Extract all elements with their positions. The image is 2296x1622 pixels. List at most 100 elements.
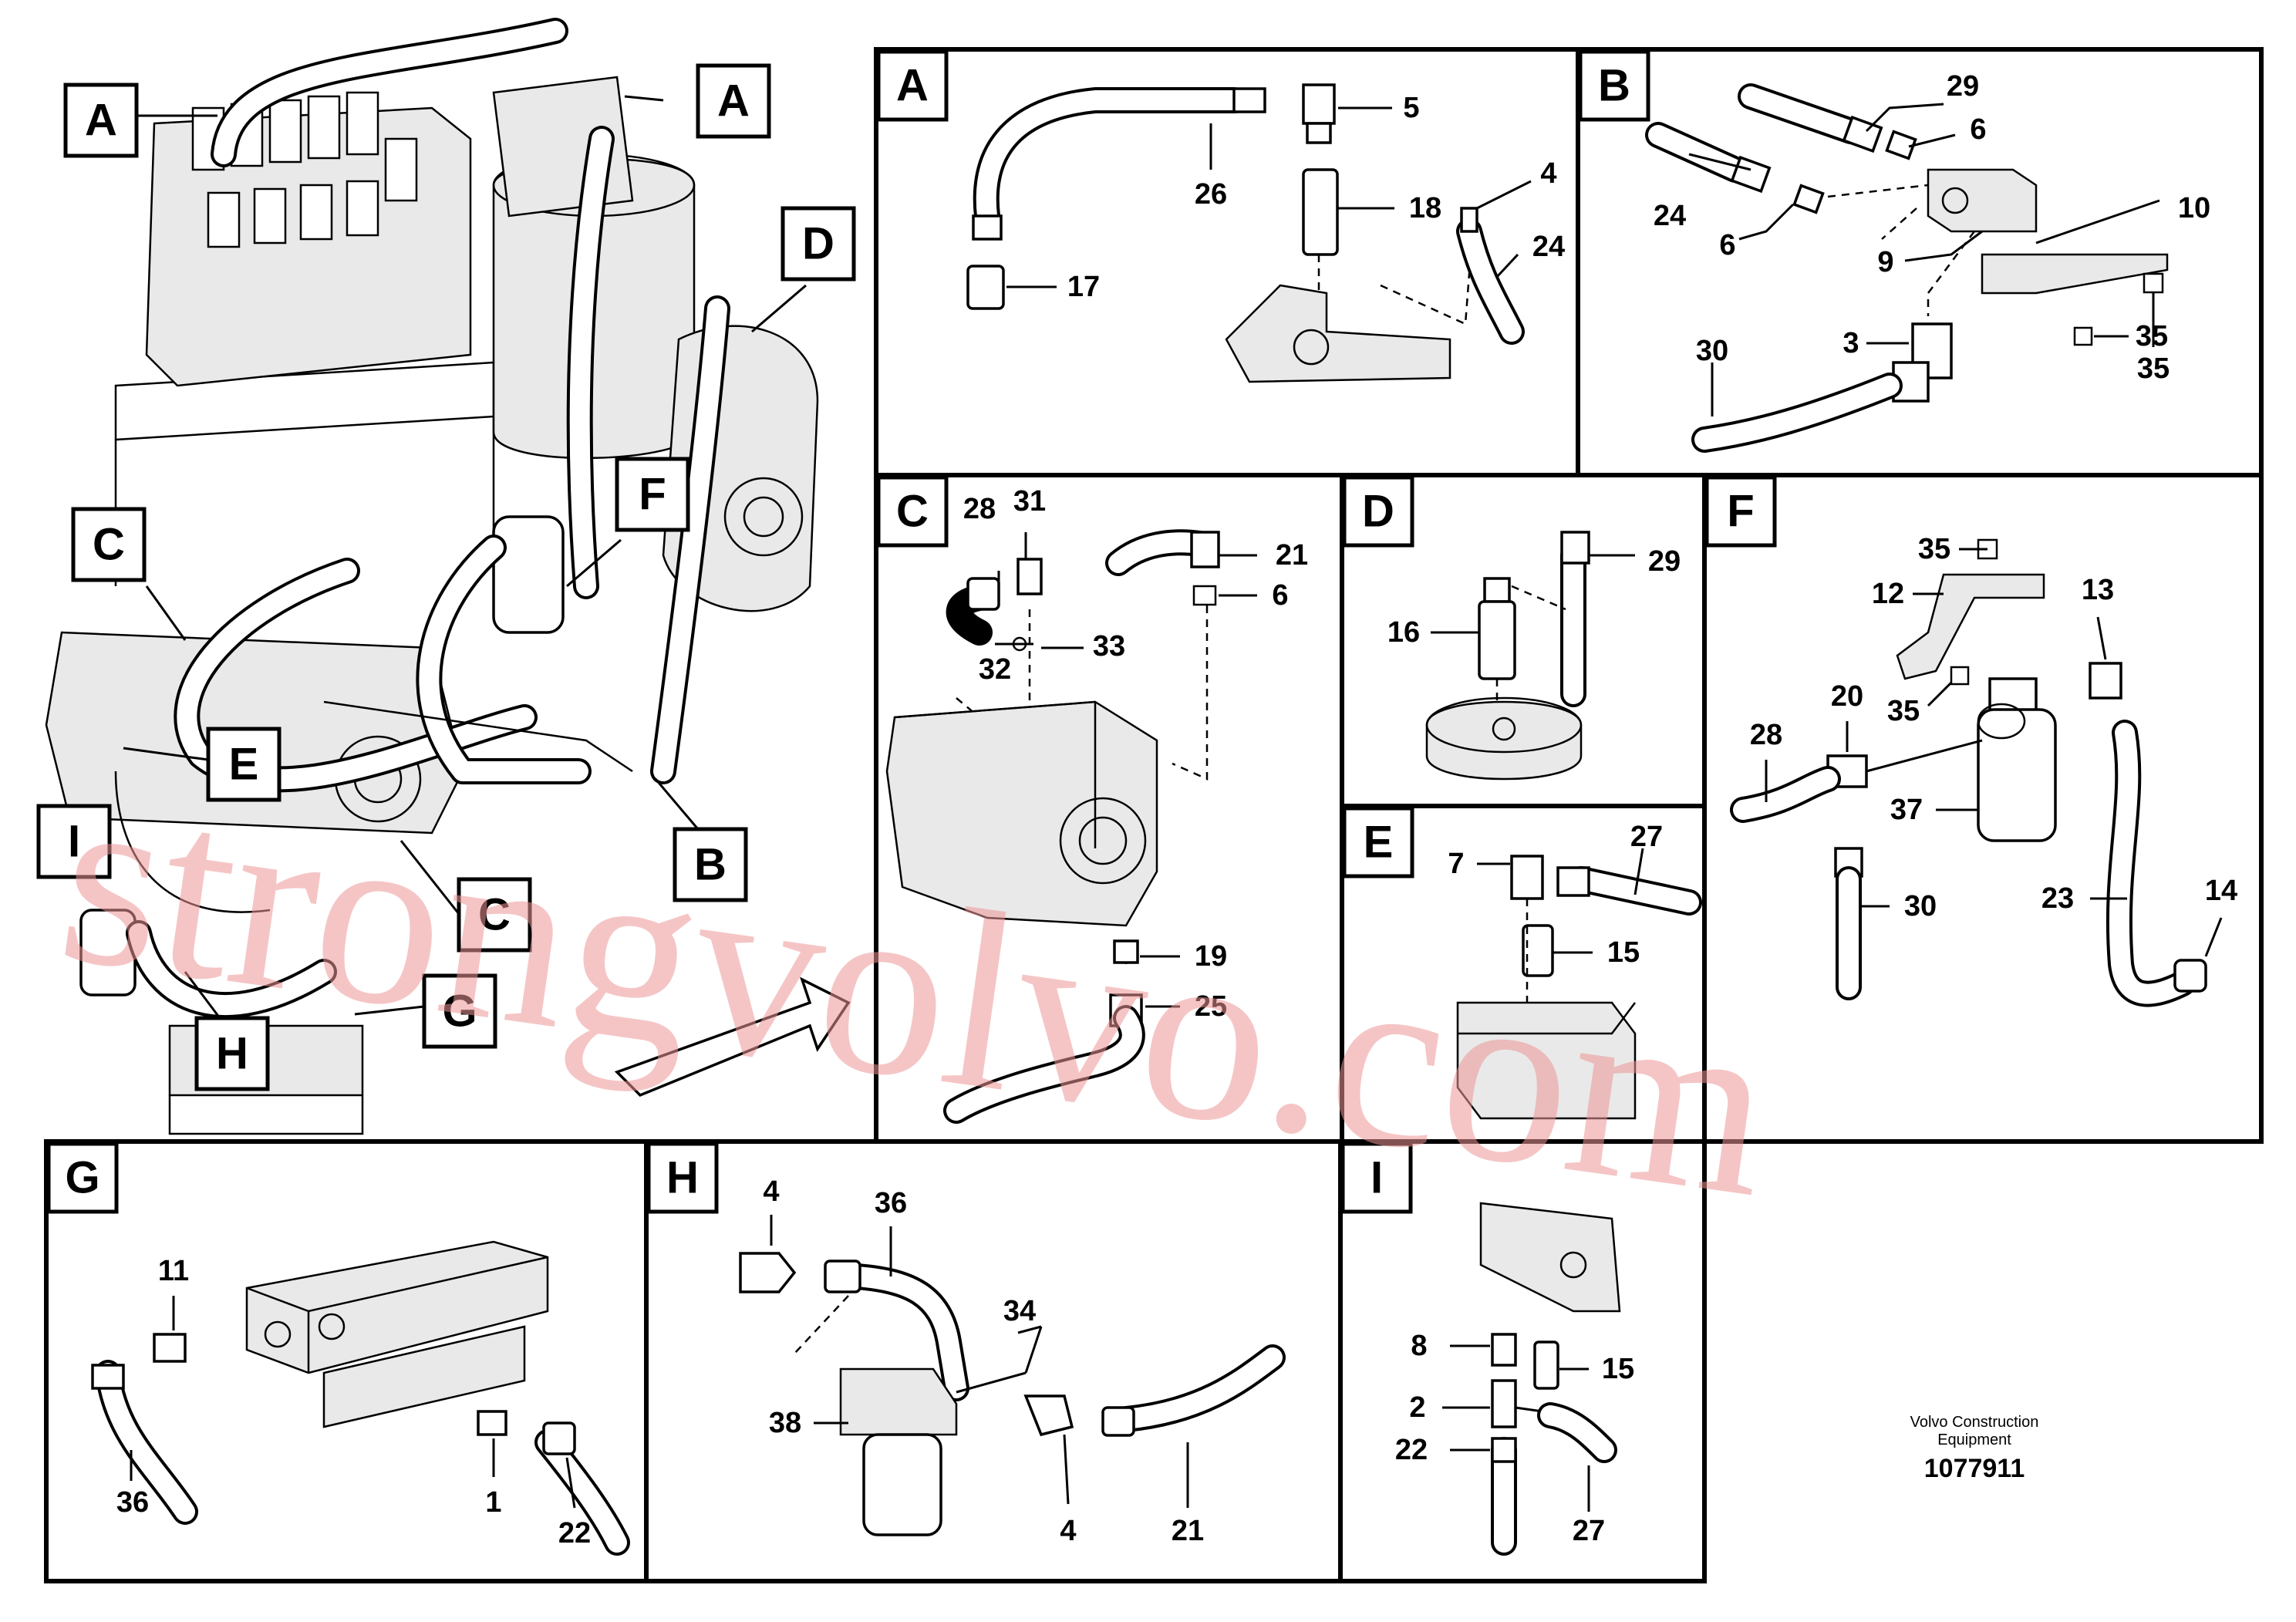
part-num: 17	[1067, 271, 1100, 303]
callout-label: D	[802, 219, 834, 269]
part-num: 19	[1195, 940, 1227, 973]
part-num: 33	[1093, 630, 1125, 663]
callout-G: G	[422, 973, 497, 1049]
callout-D: D	[781, 206, 856, 282]
callout-A-left: A	[63, 83, 139, 158]
callout-label: C	[93, 520, 125, 570]
part-num: 10	[2178, 192, 2210, 224]
part-num: 14	[2205, 875, 2237, 907]
part-num: 37	[1890, 794, 1923, 826]
part-num: 20	[1831, 680, 1863, 713]
view-direction-arrow	[614, 976, 851, 1098]
callout-C-lower: C	[457, 877, 532, 953]
part-num: 35	[2137, 352, 2170, 385]
part-num: 3	[1843, 327, 1859, 359]
callout-label: A	[717, 76, 750, 126]
part-num: 27	[1630, 821, 1663, 853]
panel-label: E	[1364, 818, 1394, 868]
title-block: Volvo Construction Equipment 1077911	[1910, 1414, 2039, 1483]
part-num: 38	[769, 1407, 801, 1439]
callout-label: E	[229, 740, 259, 790]
panel-label: C	[896, 487, 929, 537]
panel-I: I 8 15 2 22 27	[1340, 1141, 1634, 1556]
part-num: 6	[1719, 229, 1735, 261]
part-num: 35	[2136, 320, 2168, 352]
overview-callouts: A A D C F E I B	[36, 63, 856, 1091]
panel-label: H	[666, 1153, 699, 1203]
part-num: 4	[1060, 1515, 1076, 1547]
part-num: 22	[558, 1517, 591, 1549]
part-num: 11	[158, 1255, 189, 1287]
callout-label: A	[85, 96, 117, 146]
part-num: 31	[1013, 485, 1046, 518]
callout-label: H	[216, 1029, 248, 1079]
part-num: 12	[1872, 578, 1904, 610]
part-num: 6	[1272, 579, 1288, 612]
panel-C: C 28 31 21 6 33 32 19 25	[876, 475, 1308, 1124]
part-num: 21	[1276, 539, 1308, 572]
callout-H: H	[194, 1016, 270, 1091]
part-num: 29	[1947, 70, 1979, 103]
panel-label: I	[1371, 1153, 1383, 1203]
callout-label: G	[442, 986, 477, 1037]
drawing-number: 1077911	[1924, 1454, 2025, 1483]
panel-label: G	[65, 1153, 99, 1203]
callout-A-right: A	[696, 63, 771, 139]
part-num: 21	[1172, 1515, 1204, 1547]
panel-D: D 29 16	[1342, 475, 1681, 781]
part-num: 28	[1750, 719, 1782, 751]
callout-C: C	[71, 507, 147, 582]
part-num: 1	[485, 1486, 501, 1519]
panel-label: F	[1727, 487, 1754, 537]
part-num: 36	[116, 1486, 149, 1519]
part-num: 9	[1877, 246, 1893, 278]
callout-B: B	[673, 827, 748, 902]
part-num: 28	[963, 493, 996, 525]
part-num: 4	[763, 1175, 779, 1208]
part-num: 5	[1403, 92, 1419, 124]
part-num: 34	[1003, 1295, 1036, 1327]
part-num: 27	[1573, 1515, 1605, 1547]
part-num: 15	[1602, 1353, 1634, 1385]
part-num: 23	[2041, 882, 2074, 915]
part-num: 25	[1195, 990, 1227, 1023]
callout-F: F	[615, 457, 690, 532]
callout-I: I	[36, 804, 112, 879]
part-num: 32	[979, 653, 1011, 686]
panel-H: H 4 36 34 38 4 21	[646, 1141, 1286, 1547]
callout-label: I	[68, 817, 80, 867]
callout-E: E	[206, 727, 282, 802]
panel-A: A 5 26 18 4 24 17	[876, 49, 1565, 383]
panel-label: A	[896, 61, 929, 111]
panel-label: D	[1362, 487, 1394, 537]
part-num: 36	[875, 1187, 907, 1219]
company-name-line2: Equipment	[1937, 1431, 2011, 1448]
part-num: 35	[1918, 533, 1950, 565]
panel-B: B 29 6 24 6 9 10 3	[1578, 49, 2210, 453]
part-num: 13	[2082, 574, 2114, 606]
part-num: 4	[1540, 157, 1556, 190]
panel-G: G 11 36 1 22	[46, 1141, 630, 1556]
part-num: 15	[1607, 936, 1640, 969]
part-num: 22	[1395, 1434, 1428, 1466]
part-num: 7	[1448, 848, 1464, 880]
part-num: 8	[1411, 1330, 1427, 1362]
overview-leaders	[123, 95, 807, 1019]
part-num: 16	[1387, 616, 1420, 649]
panel-label: B	[1598, 61, 1630, 111]
callout-label: C	[478, 890, 511, 940]
part-num: 2	[1409, 1391, 1425, 1424]
callout-label: F	[639, 470, 666, 520]
callout-label: B	[694, 840, 727, 890]
part-num: 30	[1904, 890, 1937, 922]
part-num: 24	[1654, 200, 1686, 232]
panel-grid	[44, 47, 2264, 1583]
panel-F: F 35 12 13 35 20 28 37 30 23	[1704, 475, 2237, 1007]
part-num: 29	[1648, 545, 1681, 578]
part-num: 18	[1409, 192, 1441, 224]
company-name-line1: Volvo Construction	[1910, 1414, 2039, 1431]
part-num: 35	[1887, 695, 1920, 727]
part-num: 24	[1532, 231, 1565, 263]
part-num: 30	[1696, 335, 1728, 367]
